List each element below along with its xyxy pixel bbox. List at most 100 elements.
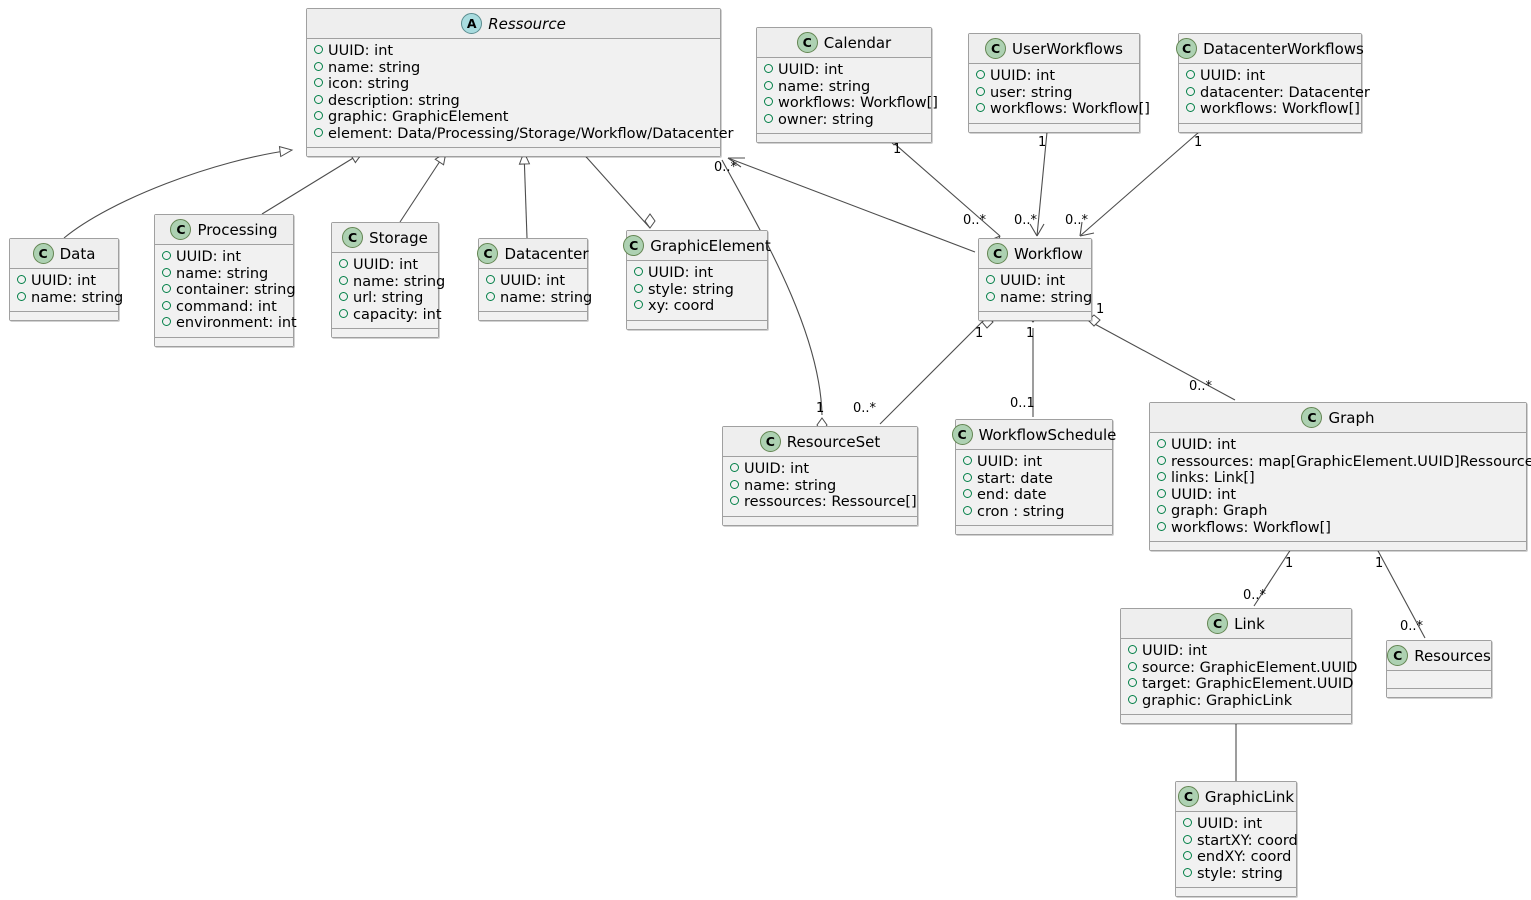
attribute-row: UUID: int [314, 43, 713, 60]
attribute-text: end: date [977, 487, 1047, 503]
class-methods-link [1121, 714, 1351, 723]
visibility-public-icon [764, 80, 773, 90]
visibility-public-icon [162, 300, 171, 310]
visibility-public-icon [1128, 678, 1137, 687]
class-name-graphicelement: GraphicElement [650, 236, 771, 255]
attribute-text: name: string [1000, 289, 1093, 306]
attribute-text: target: GraphicElement.UUID [1142, 676, 1354, 692]
attribute-text: workflows: Workflow[] [990, 101, 1150, 117]
visibility-public-icon [986, 275, 995, 284]
attribute-row: UUID: int [963, 454, 1105, 471]
multiplicity-label: 1 [893, 142, 902, 157]
edge-workflow-resourceset [879, 321, 983, 425]
attribute-row: user: string [976, 85, 1132, 102]
multiplicity-label: 0..* [1400, 619, 1424, 634]
visibility-public-icon [986, 291, 995, 301]
attribute-text: startXY: coord [1197, 832, 1298, 849]
attribute-row: name: string [314, 60, 713, 77]
attribute-text: name: string [328, 59, 421, 76]
attribute-text: workflows: Workflow[] [778, 95, 938, 111]
multiplicity-label: 0..* [1243, 588, 1267, 603]
attribute-row: url: string [339, 290, 431, 307]
visibility-public-icon [162, 267, 171, 277]
attribute-text: endXY: coord [1197, 849, 1292, 865]
attribute-text: name: string [176, 265, 269, 282]
visibility-public-icon [1183, 834, 1192, 844]
class-icon: C [1301, 407, 1323, 428]
attribute-row: workflows: Workflow[] [1186, 101, 1360, 118]
class-methods-calendar [757, 133, 931, 142]
visibility-public-icon [486, 275, 495, 284]
visibility-public-icon [339, 275, 348, 285]
attribute-text: UUID: int [778, 62, 844, 78]
visibility-public-icon [730, 479, 739, 489]
visibility-public-icon [976, 86, 985, 96]
attribute-row: name: string [486, 290, 592, 307]
class-icon: C [477, 243, 499, 264]
class-name-workflowschedule: WorkflowSchedule [978, 425, 1117, 444]
class-icon: C [985, 38, 1007, 59]
class-icon: C [1177, 786, 1199, 807]
multiplicity-label: 1 [1285, 556, 1294, 571]
attribute-text: UUID: int [990, 68, 1056, 84]
attribute-row: endXY: coord [1183, 849, 1292, 866]
class-name-workflow: Workflow [1014, 244, 1083, 263]
visibility-public-icon [764, 97, 773, 106]
attribute-text: UUID: int [31, 273, 97, 289]
edge-ressource-graphicelement [579, 149, 651, 229]
attribute-row: command: int [162, 299, 286, 316]
class-name-storage: Storage [369, 228, 428, 247]
attribute-text: container: string [176, 282, 296, 298]
edge-datacenterworkflows-workflow [1079, 131, 1200, 237]
multiplicity-label: 0..1 [1010, 396, 1035, 411]
attribute-row: UUID: int [486, 273, 580, 290]
visibility-public-icon [17, 275, 26, 284]
visibility-public-icon [764, 64, 773, 73]
attribute-text: source: GraphicElement.UUID [1142, 659, 1358, 676]
class-methods-workflowschedule [956, 525, 1112, 534]
attribute-row: graphic: GraphicElement [314, 109, 713, 126]
class-name-resourceset: ResourceSet [786, 432, 881, 451]
class-methods-userworkflows [969, 122, 1139, 132]
attribute-text: name: string [31, 289, 124, 306]
attribute-row: datacenter: Datacenter [1186, 85, 1370, 102]
visibility-public-icon [17, 291, 26, 301]
attribute-row: ressources: map[GraphicElement.UUID]Ress… [1157, 454, 1531, 471]
visibility-public-icon [1157, 455, 1166, 465]
visibility-public-icon [314, 78, 323, 87]
visibility-public-icon [634, 267, 643, 276]
visibility-public-icon [976, 103, 985, 112]
visibility-public-icon [162, 284, 171, 293]
attribute-text: UUID: int [1171, 437, 1237, 453]
attribute-text: graph: Graph [1171, 503, 1268, 519]
visibility-public-icon [314, 127, 323, 137]
class-methods-graphicelement [627, 319, 767, 329]
attribute-text: datacenter: Datacenter [1200, 84, 1370, 101]
class-name-calendar: Calendar [823, 33, 892, 52]
attribute-text: name: string [353, 273, 446, 290]
attribute-row: owner: string [764, 112, 924, 129]
attribute-row: workflows: Workflow[] [976, 101, 1150, 118]
